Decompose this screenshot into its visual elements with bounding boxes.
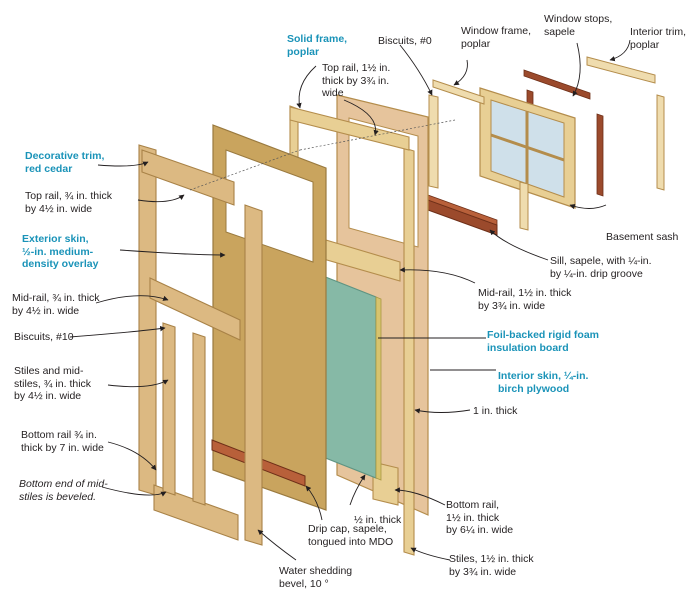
label-sill: Sill, sapele, with ¼-in. by ¼-in. drip g… (550, 255, 652, 280)
basement-sash (479, 87, 576, 209)
label-mid-rail-center: Mid-rail, 1½ in. thick by 3¾ in. wide (478, 287, 572, 312)
label-basement-sash: Basement sash (606, 231, 679, 243)
label-bottom-rail-left: Bottom rail ¾ in. thick by 7 in. wide (21, 429, 104, 454)
guide-lines (189, 119, 456, 191)
exterior-skin (212, 124, 327, 511)
label-window-frame: Window frame, poplar (461, 25, 532, 50)
leader-lines (69, 39, 631, 561)
label-foam-board: Foil-backed rigid foam insulation board (487, 329, 600, 354)
label-stiles-center: Stiles, 1½ in. thick by 3¾ in. wide (449, 553, 534, 578)
label-biscuits-10: Biscuits, #10 (14, 331, 74, 343)
label-mid-rail-left: Mid-rail, ¾ in. thick by 4½ in. wide (12, 292, 100, 317)
label-water-bevel: Water shedding bevel, 10 ° (279, 565, 353, 590)
label-one-inch-thick: 1 in. thick (473, 405, 518, 417)
window-frame (428, 79, 529, 231)
label-half-inch-thick: ½ in. thick (354, 514, 402, 526)
label-interior-trim: Interior trim, poplar (630, 26, 687, 51)
label-bottom-end-note: Bottom end of mid- stiles is beveled. (19, 478, 108, 503)
label-top-rail-center: Top rail, 1½ in. thick by 3¾ in. wide (322, 62, 391, 99)
label-interior-skin: Interior skin, ¼-in. birch plywood (498, 370, 589, 395)
sill (427, 194, 498, 236)
label-stiles-midstiles: Stiles and mid- stiles, ¾ in. thick by 4… (14, 365, 92, 402)
label-biscuits-0: Biscuits, #0 (378, 35, 432, 47)
interior-trim-pieces (586, 56, 665, 191)
label-solid-frame: Solid frame, poplar (287, 33, 348, 58)
label-drip-cap: Drip cap, sapele, tongued into MDO (308, 523, 394, 548)
label-window-stops: Window stops, sapele (544, 13, 613, 38)
label-bottom-rail-center: Bottom rail, 1½ in. thick by 6¼ in. wide (446, 499, 514, 536)
decorative-trim (138, 144, 263, 546)
label-exterior-skin: Exterior skin, ½-in. medium- density ove… (22, 233, 99, 270)
label-top-rail-left: Top rail, ¾ in. thick by 4½ in. wide (25, 190, 112, 215)
label-decorative-trim: Decorative trim, red cedar (25, 150, 105, 175)
